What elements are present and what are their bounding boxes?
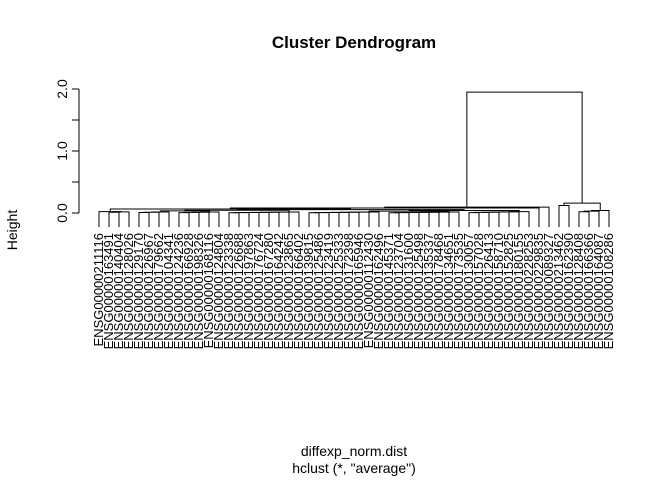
leaf-label: ENSG00000173535 <box>451 233 466 349</box>
leaf-label: ENSG00000166402 <box>291 233 306 349</box>
leaf-label: ENSG00000139815 <box>301 233 316 349</box>
dendrogram-branch <box>329 211 350 227</box>
dendrogram-branch <box>199 211 220 227</box>
dendrogram-branch <box>178 212 190 227</box>
x-axis-label: diffexp_norm.dist <box>301 443 407 459</box>
leaf-label: ENSG00000158710 <box>491 233 506 349</box>
leaf-label: ENSG00000172398 <box>341 233 356 349</box>
leaf-label: ENSG00000126413 <box>481 233 496 349</box>
leaf-label: ENSG00000197863 <box>241 233 256 349</box>
leaf-label: ENSG00000128026 <box>121 233 136 349</box>
leaf-label: ENSG00000167280 <box>261 233 276 349</box>
leaf-label: ENSG00000124804 <box>211 233 226 349</box>
dendrogram-branch <box>563 202 601 211</box>
leaf-label: ENSG00000123865 <box>281 233 296 349</box>
leaf-label: ENSG00000125333 <box>331 233 346 349</box>
dendrogram-branch <box>401 211 420 227</box>
dendrogram-branch <box>388 212 400 227</box>
dendrogram-branch <box>466 91 583 208</box>
dendrogram-branch <box>241 211 260 227</box>
leaf-label: ENSG00000145371 <box>381 233 396 349</box>
leaf-labels: ENSG00000211116ENSG00000163491ENSG000001… <box>91 233 616 349</box>
leaf-label: ENSG00000198326 <box>191 233 206 349</box>
dendrogram-branch <box>98 211 122 227</box>
dendrogram-branch <box>473 211 490 227</box>
leaf-label: ENSG00000123338 <box>221 233 236 349</box>
leaf-label: ENSG00000164242 <box>271 233 286 349</box>
leaf-label: ENSG00000165946 <box>351 233 366 349</box>
dendrogram-branch <box>138 211 150 227</box>
leaf-label: ENSG00000228253 <box>521 233 536 349</box>
dendrogram-branch <box>151 211 170 227</box>
leaf-label: ENSG00000112430 <box>361 233 376 348</box>
dendrogram-branch <box>409 211 430 227</box>
leaf-label: ENSG00000213462 <box>551 233 566 349</box>
leaf-label: ENSG00000179662 <box>151 233 166 349</box>
dendrogram-branch <box>591 210 610 227</box>
leaf-label: ENSG00000126688 <box>231 233 246 349</box>
dendrogram-branch <box>558 205 570 227</box>
dendrogram-branch <box>183 211 200 227</box>
leaf-label: ENSG00000134651 <box>441 233 456 349</box>
leaf-label: ENSG00000211116 <box>91 233 106 346</box>
dendrogram-branch <box>249 211 270 227</box>
y-tick-label: 2.0 <box>54 79 70 99</box>
chart-title: Cluster Dendrogram <box>272 33 436 52</box>
leaf-label: ENSG00000178468 <box>431 233 446 349</box>
dendrogram-tree <box>98 91 610 227</box>
leaf-label: ENSG00000135337 <box>421 233 436 349</box>
leaf-label: ENSG00000168116 <box>201 233 216 348</box>
leaf-label: ENSG00000125486 <box>311 233 326 349</box>
leaf-label: ENSG00000089327 <box>541 233 556 349</box>
leaf-label: ENSG00000166928 <box>181 233 196 349</box>
leaf-label: ENSG00000128408 <box>571 233 586 349</box>
leaf-label: ENSG00000162496 <box>371 233 386 349</box>
leaf-label: ENSG00000152825 <box>501 233 516 349</box>
dendrogram-branch <box>481 211 500 227</box>
dendrogram-branch <box>393 212 410 227</box>
leaf-label: ENSG00000104341 <box>161 233 176 349</box>
leaf-label: ENSG00000123419 <box>321 233 336 349</box>
dendrogram-branch <box>308 212 320 227</box>
leaf-label: ENSG00000123704 <box>391 233 406 349</box>
leaf-label: ENSG00000166366 <box>581 233 596 349</box>
leaf-label: ENSG00000131600 <box>401 233 416 349</box>
dendrogram-branch <box>143 211 160 227</box>
leaf-label: ENSG00000108286 <box>601 233 616 349</box>
leaf-label: ENSG00000176724 <box>251 233 266 349</box>
dendrogram-branch <box>313 212 330 227</box>
dendrogram-branch <box>228 212 240 227</box>
dendrogram-branch <box>489 211 510 227</box>
leaf-label: ENSG00000126967 <box>141 233 156 349</box>
y-axis-label: Height <box>4 210 20 251</box>
leaf-label: ENSG00000162390 <box>561 233 576 349</box>
dendrogram-branch <box>191 211 210 227</box>
y-axis: 0.0 1.0 2.0 <box>54 79 80 223</box>
leaf-label: ENSG00000157028 <box>471 233 486 349</box>
y-tick-label: 1.0 <box>54 141 70 161</box>
leaf-label: ENSG00000164087 <box>591 233 606 349</box>
dendrogram-branch <box>159 210 211 213</box>
dendrogram-branch <box>321 211 340 227</box>
dendrogram-branch <box>108 211 120 227</box>
leaf-label: ENSG00000163491 <box>101 233 116 349</box>
leaf-label: ENSG00000129170 <box>131 233 146 349</box>
leaf-label: ENSG00000140404 <box>111 233 126 349</box>
leaf-label: ENSG00000130057 <box>461 233 476 349</box>
dendrogram-branch <box>113 211 130 227</box>
leaf-label: ENSG00000180155 <box>511 233 526 349</box>
dendrogram-branch <box>233 212 250 227</box>
leaf-label: ENSG00000124236 <box>171 233 186 349</box>
method-sublabel: hclust (*, "average") <box>292 460 416 476</box>
y-tick-label: 0.0 <box>54 203 70 223</box>
leaf-label: ENSG00000229835 <box>531 233 546 349</box>
leaf-label: ENSG00000125498 <box>411 233 426 349</box>
dendrogram-branch <box>468 212 480 227</box>
dendrogram-branch <box>578 211 590 227</box>
dendrogram-branch <box>583 210 600 227</box>
